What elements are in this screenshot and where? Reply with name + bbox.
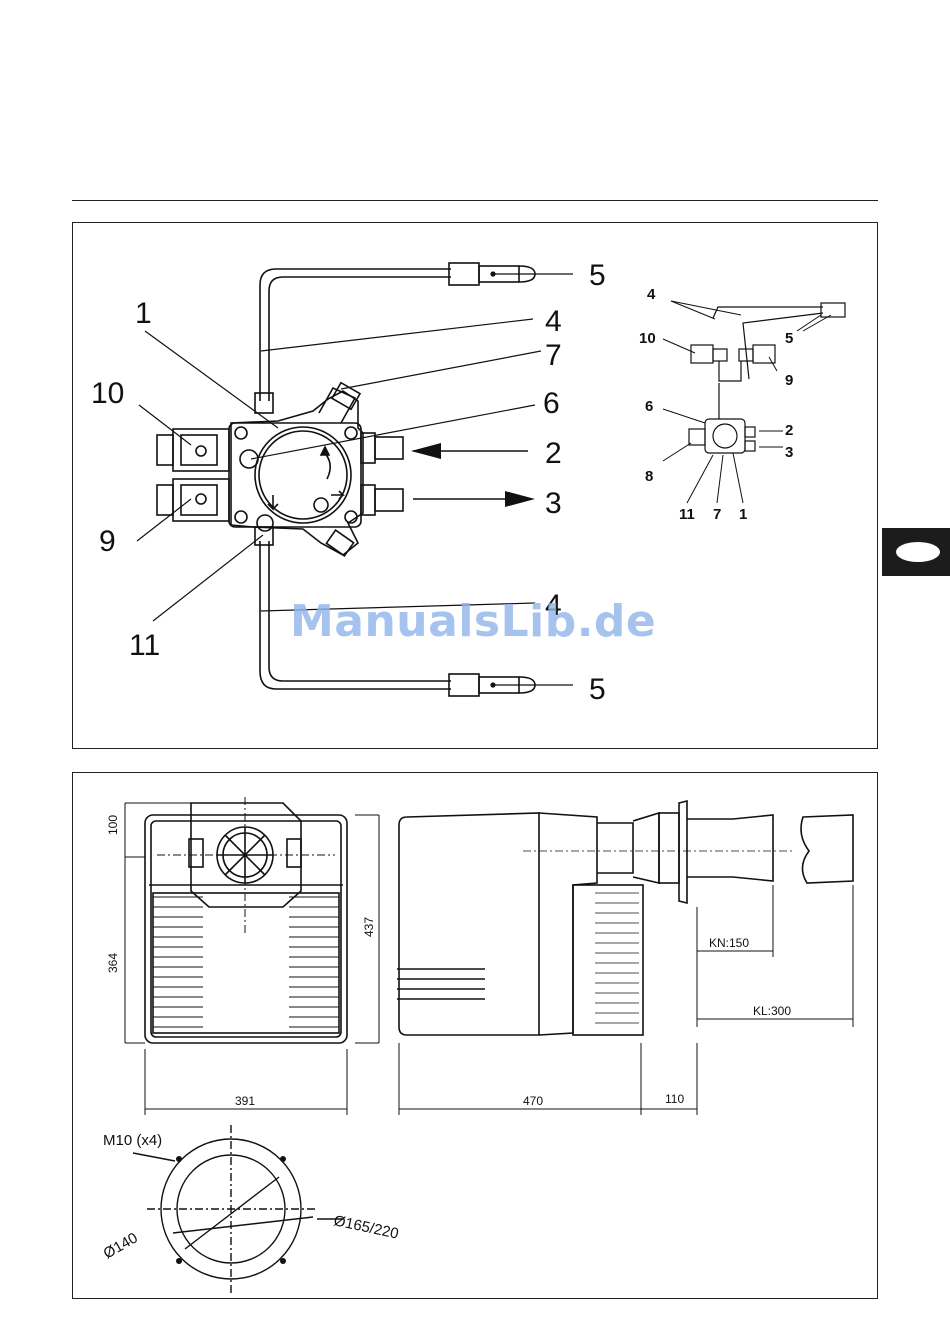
flange-inner-diameter: Ø140 xyxy=(101,1229,141,1262)
callout-5-bottom: 5 xyxy=(589,673,606,706)
blast-tube xyxy=(687,815,773,881)
lower-hose-fitting xyxy=(449,674,479,696)
section-tab xyxy=(882,528,950,576)
callout-7: 7 xyxy=(545,339,562,372)
flange-detail xyxy=(133,1125,343,1293)
dim-kl: KL:300 xyxy=(753,1004,791,1018)
side-view-housing xyxy=(399,813,539,1035)
relief-valve xyxy=(319,388,355,423)
pump-body xyxy=(231,391,363,555)
dimension-drawing: 100 364 437 391 470 110 KN:150 KL:300 M1… xyxy=(73,773,877,1298)
mini-callout-10: 10 xyxy=(639,330,656,347)
callout-11: 11 xyxy=(129,629,160,662)
dim-front-height-lower: 364 xyxy=(106,953,120,973)
upper-hose xyxy=(260,269,451,401)
dim-front-width: 391 xyxy=(235,1094,255,1108)
dim-flange-offset: 110 xyxy=(665,1092,684,1106)
dimension-panel: 100 364 437 391 470 110 KN:150 KL:300 M1… xyxy=(72,772,878,1299)
flange-outer-diameter: Ø165/220 xyxy=(332,1212,400,1242)
mini-callout-5: 5 xyxy=(785,330,793,347)
callout-6: 6 xyxy=(543,387,560,420)
mini-callout-6: 6 xyxy=(645,398,653,415)
callout-1: 1 xyxy=(135,297,152,330)
pump-cover xyxy=(255,427,351,523)
dimension-lines xyxy=(125,803,853,1115)
upper-hose-fitting xyxy=(449,263,479,285)
flange xyxy=(679,801,687,903)
mini-callout-11: 11 xyxy=(679,506,695,523)
mini-callout-2: 2 xyxy=(785,422,793,439)
pump-diagram-panel: 1 2 3 4 4 5 5 6 7 9 10 11 xyxy=(72,222,878,749)
top-connector xyxy=(255,393,273,413)
pump-diagram: 1 2 3 4 4 5 5 6 7 9 10 11 xyxy=(73,223,877,748)
callout-5-top: 5 xyxy=(589,259,606,292)
callout-2: 2 xyxy=(545,437,562,470)
flange-bolts-label: M10 (x4) xyxy=(103,1132,162,1149)
mini-callout-7: 7 xyxy=(713,506,721,523)
mini-callout-3: 3 xyxy=(785,444,793,461)
side-view-fan-cover xyxy=(573,885,643,1035)
callout-3: 3 xyxy=(545,487,562,520)
mini-callout-9: 9 xyxy=(785,372,793,389)
callout-9: 9 xyxy=(99,525,116,558)
pressure-port xyxy=(240,450,258,468)
blast-tube-extension xyxy=(801,815,853,883)
dim-total-height: 437 xyxy=(362,917,376,937)
callout-4-top: 4 xyxy=(545,305,562,338)
mini-callout-4: 4 xyxy=(647,286,656,303)
watermark: ManualsLib.de xyxy=(290,596,656,647)
dim-kn: KN:150 xyxy=(709,936,749,950)
section-tab-marker xyxy=(896,542,940,562)
header-rule xyxy=(72,200,878,201)
mini-callout-1: 1 xyxy=(739,506,747,523)
mini-callout-8: 8 xyxy=(645,468,653,485)
blast-tube-mount xyxy=(633,813,659,883)
callout-10: 10 xyxy=(91,377,124,410)
dim-front-height-top: 100 xyxy=(106,815,120,835)
front-view-housing xyxy=(145,815,347,1043)
dim-body-length: 470 xyxy=(523,1094,543,1108)
